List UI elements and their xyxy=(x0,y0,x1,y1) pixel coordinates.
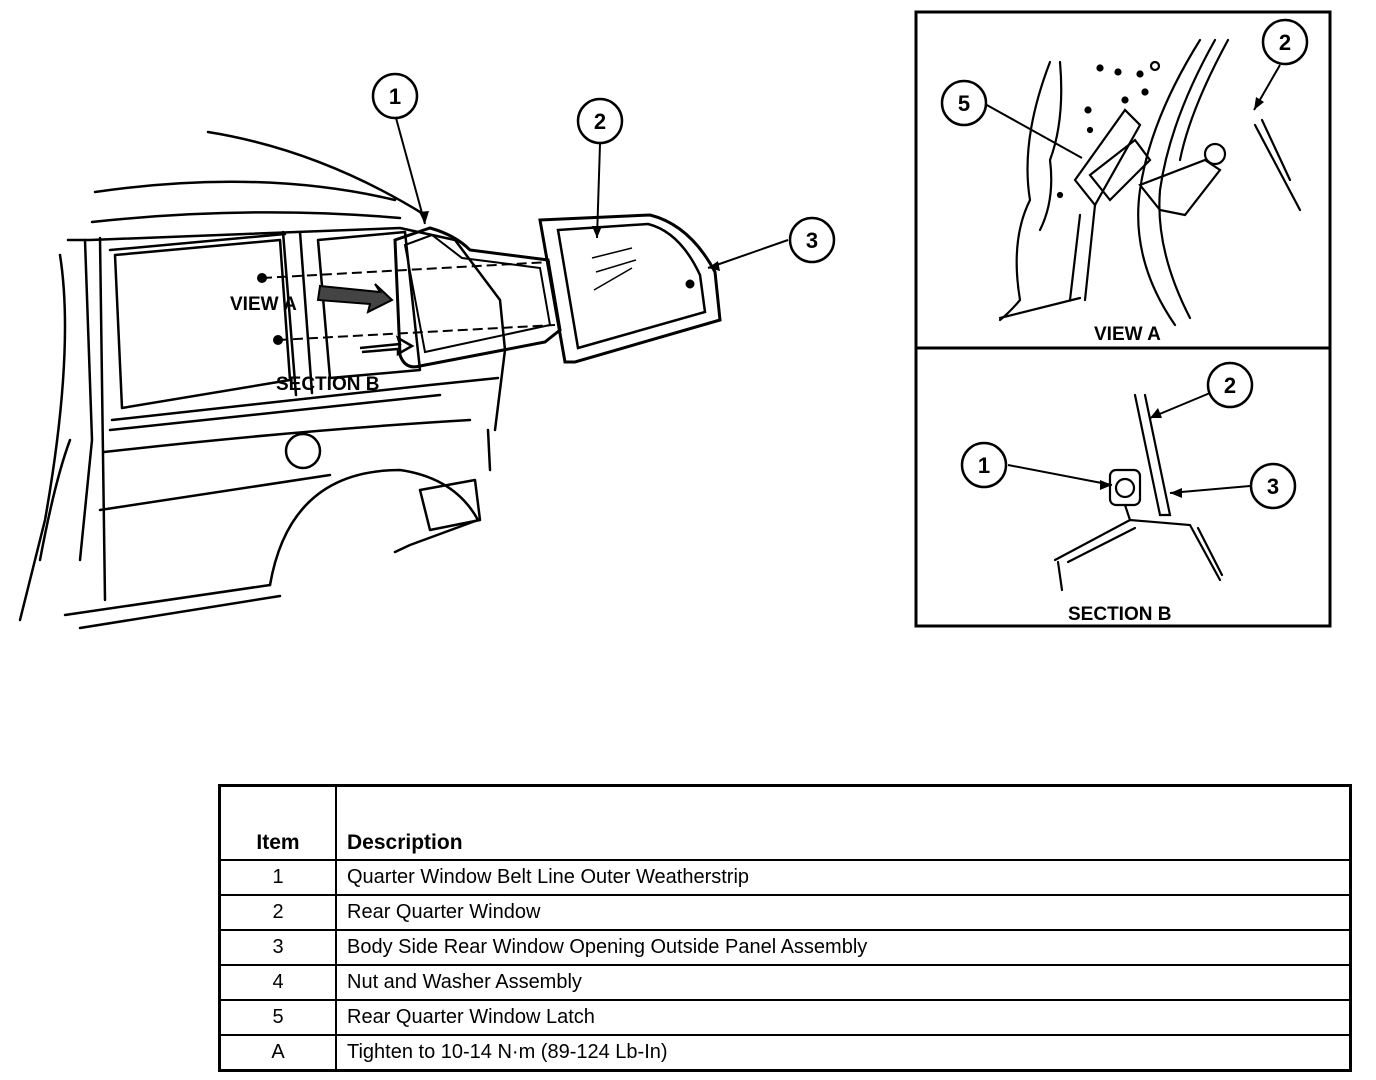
callout-main-3: 3 xyxy=(788,216,836,264)
svg-text:1: 1 xyxy=(978,453,990,478)
item-cell: 2 xyxy=(218,894,337,931)
svg-text:3: 3 xyxy=(806,228,818,253)
table-row: 2 Rear Quarter Window xyxy=(218,894,1352,931)
section-b-label-inset: SECTION B xyxy=(1068,604,1171,625)
callout-section-b-2: 2 xyxy=(1206,361,1254,409)
svg-text:2: 2 xyxy=(594,109,606,134)
view-a-label-main: VIEW A xyxy=(230,294,297,315)
table-header-row: Item Description xyxy=(218,784,1352,861)
quarter-window-weatherstrip xyxy=(393,226,562,369)
section-b-label-main: SECTION B xyxy=(276,374,379,395)
rear-quarter-window xyxy=(538,213,722,364)
callout-view-a-5: 5 xyxy=(940,79,988,127)
stud-lower xyxy=(273,335,283,345)
item-cell: 3 xyxy=(218,929,337,966)
item-cell: A xyxy=(218,1034,337,1072)
item-cell: 4 xyxy=(218,964,337,1001)
svg-text:2: 2 xyxy=(1279,30,1291,55)
section-b-detail-drawing xyxy=(1053,393,1224,592)
alignment-lines xyxy=(261,261,556,341)
svg-text:1: 1 xyxy=(389,84,401,109)
header-item: Item xyxy=(218,784,337,861)
stud-upper xyxy=(257,273,267,283)
svg-text:2: 2 xyxy=(1224,373,1236,398)
item-cell: 5 xyxy=(218,999,337,1036)
detail-inset-panel xyxy=(914,10,1332,628)
table-row: 3 Body Side Rear Window Opening Outside … xyxy=(218,929,1352,966)
leader-1-main xyxy=(395,117,426,225)
vehicle-body-drawing xyxy=(18,130,507,630)
description-cell: Rear Quarter Window Latch xyxy=(335,999,1352,1036)
table-row: 1 Quarter Window Belt Line Outer Weather… xyxy=(218,859,1352,896)
header-description: Description xyxy=(335,784,1352,861)
exploded-view-diagram: VIEW A SECTION B 1 2 3 xyxy=(18,10,1332,630)
description-cell: Tighten to 10-14 N·m (89-124 Lb-In) xyxy=(335,1034,1352,1072)
callout-view-a-2: 2 xyxy=(1261,18,1309,66)
view-a-detail-drawing xyxy=(998,38,1302,327)
description-cell: Quarter Window Belt Line Outer Weatherst… xyxy=(335,859,1352,896)
leader-1-section-b xyxy=(1007,464,1113,486)
parts-legend-table: Item Description 1 Quarter Window Belt L… xyxy=(218,784,1352,1072)
description-cell: Body Side Rear Window Opening Outside Pa… xyxy=(335,929,1352,966)
section-b-arrow xyxy=(359,335,415,357)
svg-text:5: 5 xyxy=(958,91,970,116)
leader-5-view-a xyxy=(984,103,1083,159)
leader-2-main xyxy=(596,143,601,239)
leader-3-section-b xyxy=(1169,485,1251,494)
table-row: 4 Nut and Washer Assembly xyxy=(218,964,1352,1001)
description-cell: Rear Quarter Window xyxy=(335,894,1352,931)
leader-3-main xyxy=(707,239,789,269)
table-row: 5 Rear Quarter Window Latch xyxy=(218,999,1352,1036)
item-cell: 1 xyxy=(218,859,337,896)
callout-section-b-3: 3 xyxy=(1249,462,1297,510)
description-cell: Nut and Washer Assembly xyxy=(335,964,1352,1001)
callout-main-2: 2 xyxy=(576,97,624,145)
callout-main-1: 1 xyxy=(371,72,419,120)
view-a-arrow xyxy=(316,283,394,314)
view-a-label-inset: VIEW A xyxy=(1094,324,1161,345)
svg-text:3: 3 xyxy=(1267,474,1279,499)
table-row: A Tighten to 10-14 N·m (89-124 Lb-In) xyxy=(218,1034,1352,1072)
callout-section-b-1: 1 xyxy=(960,441,1008,489)
